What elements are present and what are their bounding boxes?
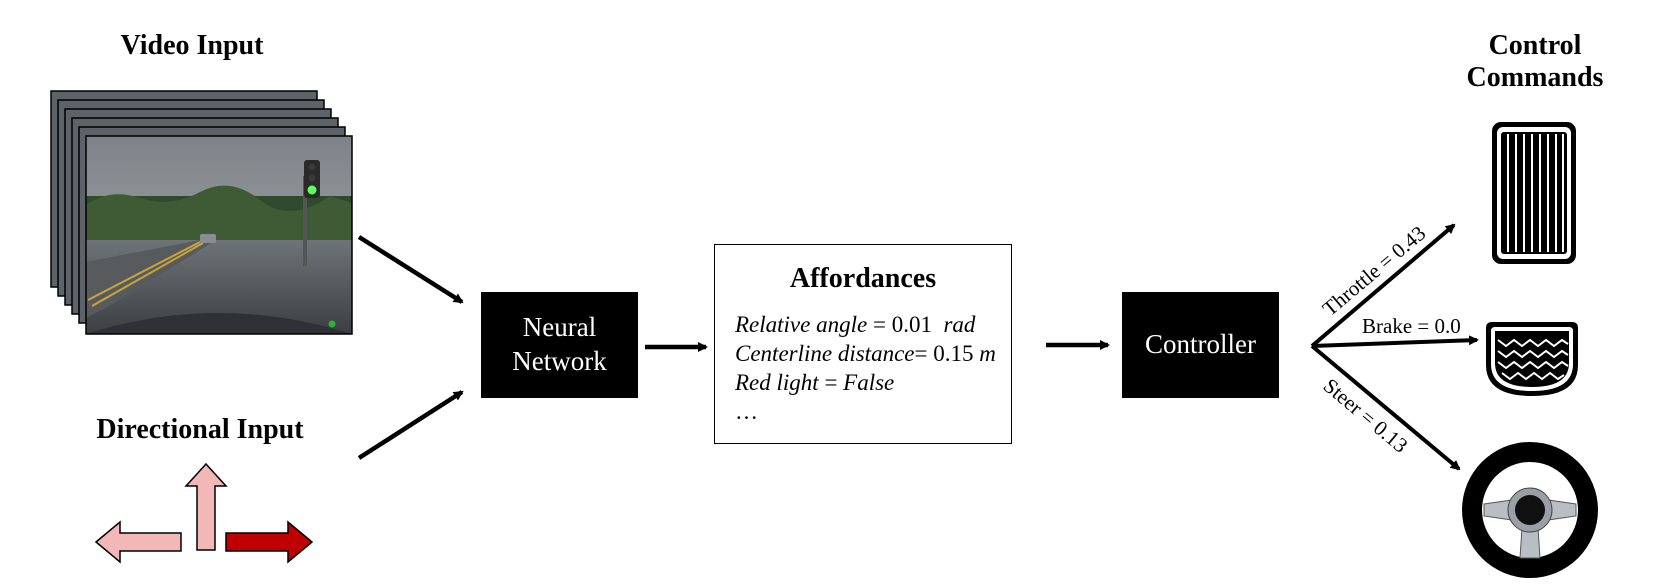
brake-arrow	[1311, 335, 1479, 348]
directional-arrows	[94, 462, 314, 564]
steer-arrow	[1310, 344, 1461, 471]
steer-label: Steer = 0.13	[1319, 373, 1413, 457]
affordance-ellipsis: …	[735, 399, 758, 424]
affordance-sep: =	[914, 341, 934, 366]
affordance-unit: rad	[943, 312, 976, 337]
affordance-name: Relative angle	[735, 312, 868, 337]
controller-label: Controller	[1145, 329, 1256, 360]
up-arrow-icon	[184, 462, 228, 551]
steering-wheel-icon	[1462, 442, 1598, 578]
throttle-arrow	[1310, 223, 1456, 348]
video-frame-scene	[85, 135, 353, 335]
affordance-red-light: Red light = False	[735, 370, 894, 396]
directional-input-title: Directional Input	[96, 414, 304, 445]
affordance-value: 0.01	[891, 312, 932, 337]
brake-pedal-icon	[1486, 322, 1578, 396]
controller-box: Controller	[1122, 292, 1279, 398]
affordance-sep: =	[818, 370, 844, 395]
affordance-unit: m	[979, 341, 996, 366]
affordance-name: Centerline distance	[735, 341, 915, 366]
video-input-title: Video Input	[120, 30, 264, 61]
affordance-value: False	[843, 370, 895, 395]
affordance-value: 0.15	[933, 341, 974, 366]
brake-label: Brake = 0.0	[1362, 314, 1461, 338]
affordance-relative-angle: Relative angle = 0.01 rad	[735, 312, 975, 338]
throttle-pedal-icon	[1492, 122, 1576, 264]
throttle-label: Throttle = 0.43	[1318, 221, 1431, 321]
control-commands-title: Control Commands	[1440, 30, 1630, 94]
left-arrow-icon	[94, 520, 182, 564]
neural-network-label-line2: Network	[512, 346, 607, 376]
video-frame-stack	[50, 90, 353, 335]
video-to-network-arrow	[357, 235, 464, 304]
right-arrow-icon	[225, 520, 314, 564]
control-commands-title-line2: Commands	[1466, 62, 1604, 94]
direction-to-network-arrow	[357, 390, 464, 460]
neural-network-box: Neural Network	[481, 292, 638, 398]
neural-network-label-line1: Neural	[522, 312, 597, 343]
affordance-centerline-distance: Centerline distance= 0.15 m	[735, 341, 996, 367]
affordance-sep: =	[867, 312, 892, 337]
affordance-name: Red light	[735, 370, 819, 395]
affordances-box: Affordances Relative angle = 0.01 rad Ce…	[714, 244, 1012, 444]
control-commands-title-line1: Control	[1488, 30, 1582, 61]
affordances-title: Affordances	[789, 263, 937, 294]
